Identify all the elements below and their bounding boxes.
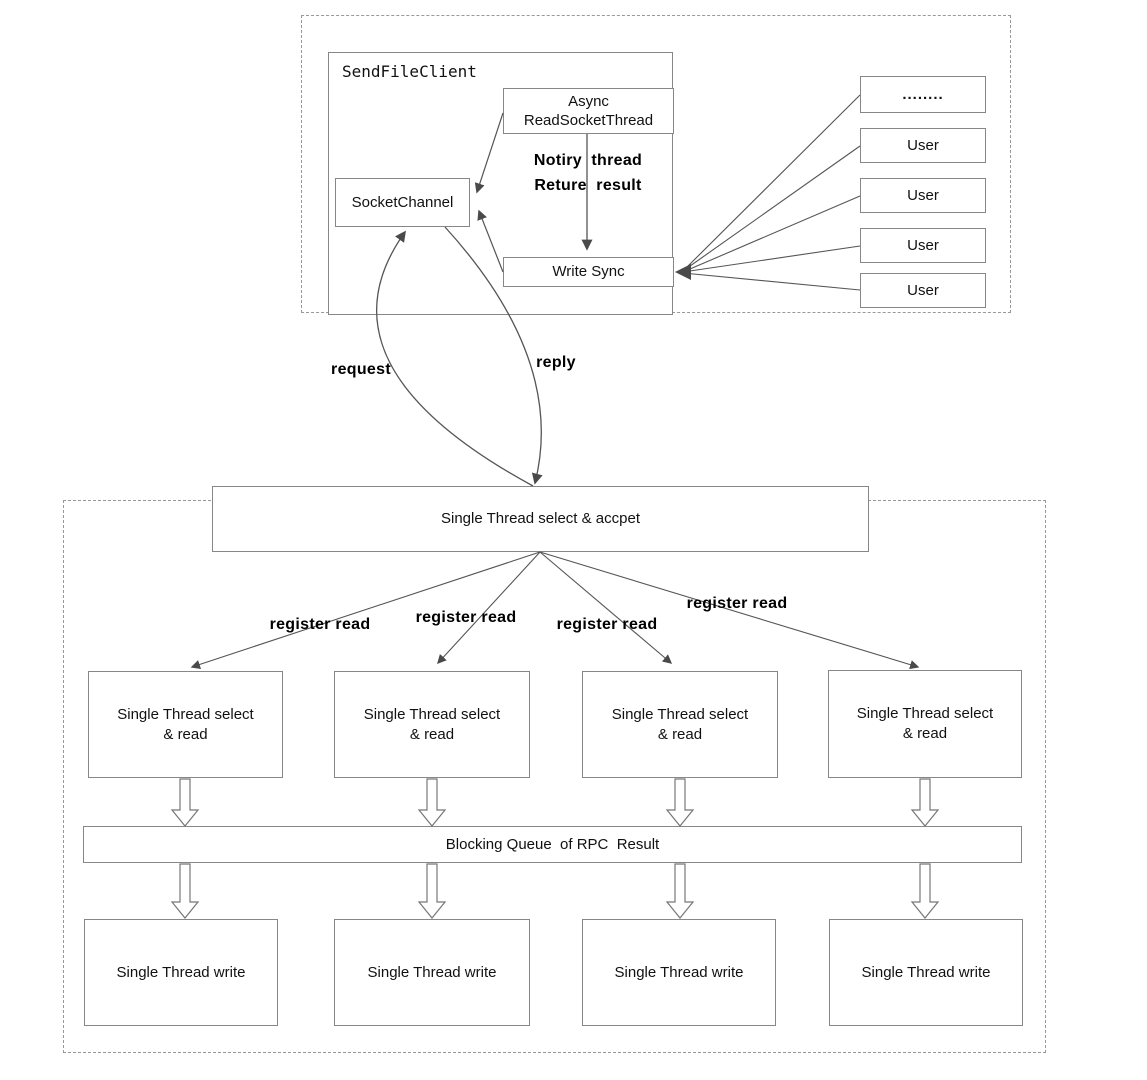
writesync-label: Write Sync bbox=[552, 263, 625, 280]
write-box-1-label: Single Thread write bbox=[116, 963, 246, 981]
reply-label: reply bbox=[536, 354, 576, 371]
read-box-2-line2: & read bbox=[409, 725, 455, 743]
register-read-label-4: register read bbox=[686, 595, 788, 612]
user-box-1-label: User bbox=[907, 136, 939, 154]
async-readsocketthread-label-line2: ReadSocketThread bbox=[523, 112, 654, 129]
read-box-4: Single Thread select & read bbox=[828, 670, 1022, 778]
block-arrow-queue-to-write1 bbox=[170, 863, 200, 919]
block-arrow-read3-to-queue bbox=[665, 778, 695, 827]
acceptor-box: Single Thread select & accpet bbox=[212, 486, 869, 552]
write-box-1: Single Thread write bbox=[84, 919, 278, 1026]
user-box-4: User bbox=[860, 273, 986, 308]
user-more-line bbox=[682, 94, 861, 272]
register-read-label-3: register read bbox=[556, 616, 658, 633]
sendfileclient-title: SendFileClient bbox=[342, 62, 477, 81]
user-box-1: User bbox=[860, 128, 986, 163]
user-4-line bbox=[682, 272, 861, 291]
register-read-arrow-1 bbox=[190, 551, 541, 669]
register-read-arrow-2 bbox=[437, 551, 541, 665]
write-box-2: Single Thread write bbox=[334, 919, 530, 1026]
readthread-to-socketchannel-arrow bbox=[474, 112, 504, 194]
write-box-3-label: Single Thread write bbox=[614, 963, 744, 981]
register-read-label-2: register read bbox=[415, 609, 517, 626]
register-read-label-1: register read bbox=[269, 616, 371, 633]
block-arrow-read4-to-queue bbox=[910, 778, 940, 827]
notify-thread-note-line2: Reture result bbox=[534, 177, 642, 194]
user-box-2: User bbox=[860, 178, 986, 213]
write-box-4: Single Thread write bbox=[829, 919, 1023, 1026]
user-box-3: User bbox=[860, 228, 986, 263]
writesync-to-socketchannel-arrow bbox=[477, 209, 504, 273]
user-box-3-label: User bbox=[907, 236, 939, 254]
register-read-arrow-3 bbox=[539, 551, 673, 664]
read-box-3: Single Thread select & read bbox=[582, 671, 778, 778]
reply-arrow bbox=[444, 226, 543, 485]
acceptor-label: Single Thread select & accpet bbox=[440, 510, 640, 527]
user-box-more-label: ........ bbox=[902, 85, 944, 103]
socketchannel-box: SocketChannel bbox=[335, 178, 470, 227]
block-arrow-queue-to-write4 bbox=[910, 863, 940, 919]
user-box-2-label: User bbox=[907, 186, 939, 204]
blocking-queue-label: Blocking Queue of RPC Result bbox=[445, 835, 660, 853]
write-box-2-label: Single Thread write bbox=[367, 963, 497, 981]
request-label: request bbox=[331, 361, 391, 378]
read-box-4-line1: Single Thread select bbox=[856, 705, 994, 722]
users-convergence-arrowhead bbox=[675, 264, 691, 280]
block-arrow-read1-to-queue bbox=[170, 778, 200, 827]
socketchannel-label: SocketChannel bbox=[351, 193, 454, 211]
read-box-1: Single Thread select & read bbox=[88, 671, 283, 778]
user-1-line bbox=[682, 145, 861, 272]
request-arrow bbox=[375, 230, 534, 487]
read-box-3-line1: Single Thread select bbox=[611, 705, 749, 723]
user-2-line bbox=[682, 195, 861, 273]
async-readsocketthread-label-line1: Async bbox=[568, 93, 609, 110]
read-box-3-line2: & read bbox=[657, 725, 703, 743]
read-box-1-line1: Single Thread select bbox=[117, 705, 254, 723]
block-arrow-read2-to-queue bbox=[417, 778, 447, 827]
register-read-arrow-4 bbox=[539, 551, 920, 670]
read-box-2: Single Thread select & read bbox=[334, 671, 530, 778]
user-3-line bbox=[682, 245, 861, 273]
read-box-1-line2: & read bbox=[163, 725, 208, 743]
block-arrow-queue-to-write2 bbox=[417, 863, 447, 919]
notify-thread-note-line1: Notiry thread bbox=[533, 152, 643, 169]
read-box-2-line1: Single Thread select bbox=[363, 705, 501, 723]
blocking-queue-bar: Blocking Queue of RPC Result bbox=[83, 826, 1022, 863]
block-arrow-queue-to-write3 bbox=[665, 863, 695, 919]
write-box-3: Single Thread write bbox=[582, 919, 776, 1026]
async-readsocketthread-box: Async ReadSocketThread bbox=[503, 88, 674, 134]
user-box-more: ........ bbox=[860, 76, 986, 113]
writesync-box: Write Sync bbox=[503, 257, 674, 287]
write-box-4-label: Single Thread write bbox=[861, 963, 991, 981]
user-box-4-label: User bbox=[907, 281, 939, 299]
read-box-4-line2: & read bbox=[902, 725, 948, 742]
